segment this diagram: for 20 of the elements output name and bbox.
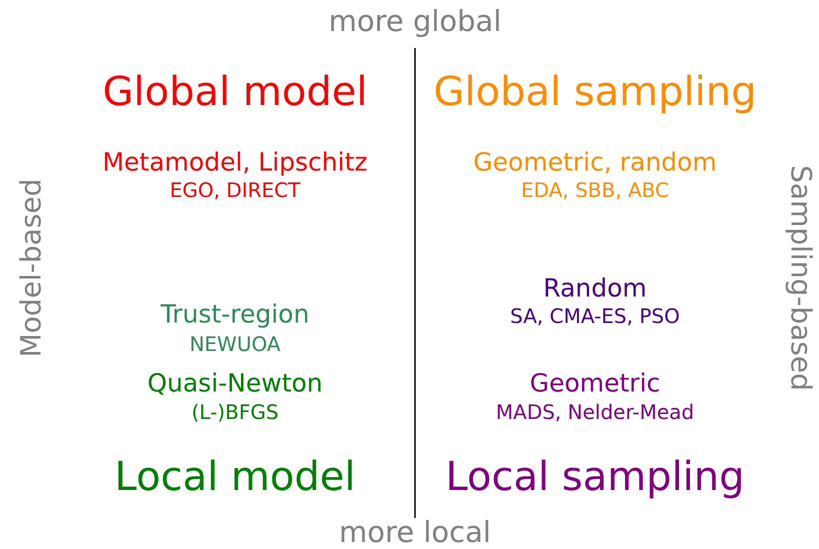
- quadrant-heading: Local model: [114, 455, 356, 499]
- method-category: Random: [543, 274, 647, 302]
- method-category: Trust-region: [160, 300, 310, 328]
- axis-label: more local: [339, 517, 491, 549]
- quadrant-heading: Global sampling: [434, 70, 756, 114]
- axis-label: Model-based: [16, 178, 48, 358]
- method-examples: EDA, SBB, ABC: [521, 179, 669, 201]
- method-category: Metamodel, Lipschitz: [102, 148, 368, 176]
- method-examples: EGO, DIRECT: [170, 179, 300, 201]
- axis-label: Sampling-based: [784, 165, 816, 391]
- method-category: Geometric, random: [473, 148, 717, 176]
- axis-label: more global: [328, 6, 502, 38]
- method-examples: MADS, Nelder-Mead: [496, 401, 694, 423]
- method-category: Geometric: [530, 369, 660, 397]
- method-examples: NEWUOA: [189, 333, 281, 355]
- method-examples: SA, CMA-ES, PSO: [510, 305, 680, 327]
- quadrant-heading: Local sampling: [445, 455, 745, 499]
- quadrant-heading: Global model: [102, 70, 368, 114]
- method-examples: (L-)BFGS: [191, 401, 279, 423]
- method-category: Quasi-Newton: [147, 369, 323, 397]
